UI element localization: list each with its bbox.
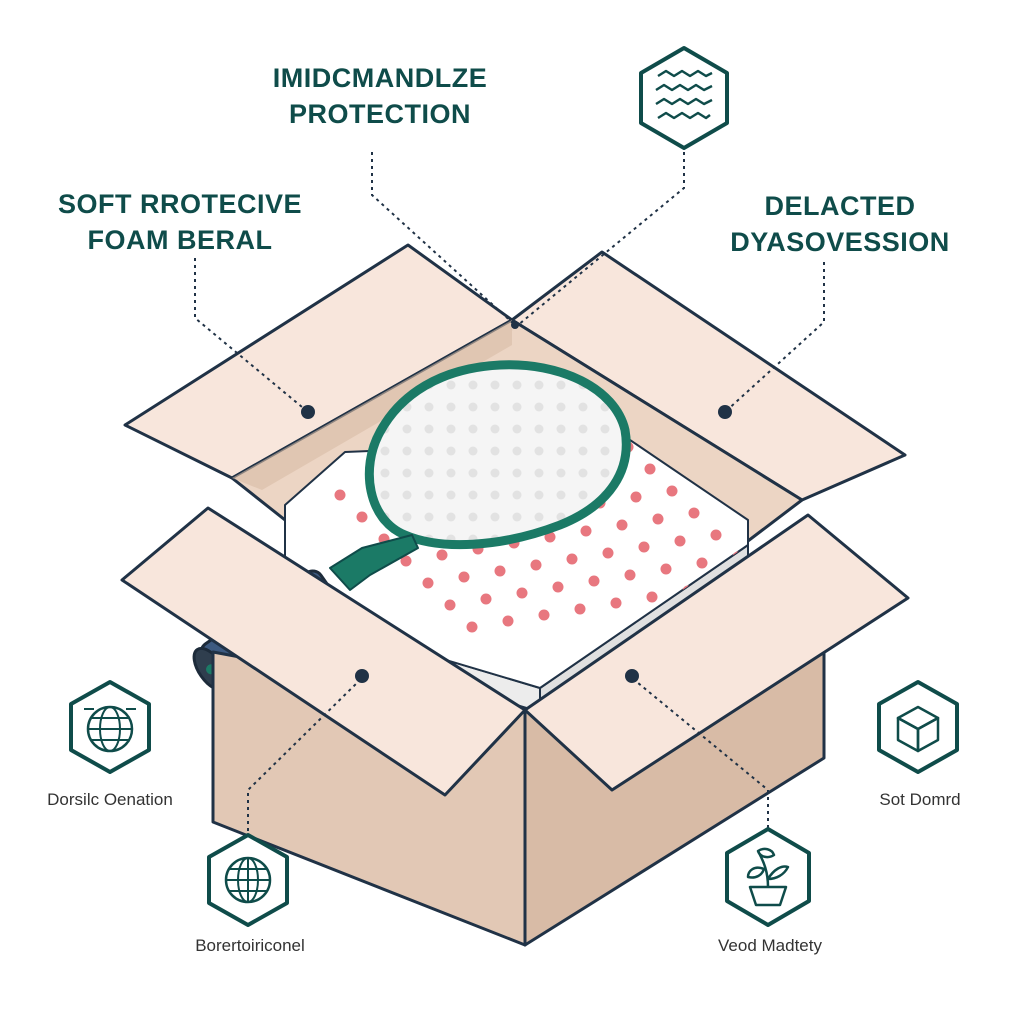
cube-icon: [877, 680, 959, 774]
foam-dot: [644, 463, 656, 475]
foam-dot: [334, 489, 346, 501]
anchor-dot-left-flap: [301, 405, 315, 419]
foam-dot: [436, 549, 448, 561]
foam-dot: [630, 491, 642, 503]
foam-dot: [602, 547, 614, 559]
foam-dot: [538, 609, 550, 621]
leader-line-top-icon: [511, 152, 685, 331]
foam-dot: [674, 535, 686, 547]
plant-icon: [725, 827, 811, 927]
callout-left-line2: FOAM BERAL: [87, 225, 273, 255]
globe-icon: [69, 680, 151, 774]
callout-right: DELACTED DYASOVESSION: [700, 188, 980, 260]
globe-icon: [207, 833, 289, 927]
foam-dot: [696, 557, 708, 569]
foam-dot: [616, 519, 628, 531]
foam-dot: [646, 591, 658, 603]
feature-label-bottom-left: Borertoiriconel: [195, 936, 305, 955]
anchor-dot-center: [511, 321, 519, 329]
foam-dot: [638, 541, 650, 553]
foam-dot: [480, 593, 492, 605]
feature-icons: [69, 46, 959, 927]
leader-line-bottom-right: [631, 677, 769, 828]
feature-label-left: Dorsilc Oenation: [47, 790, 173, 809]
foam-dot: [660, 563, 672, 575]
paddle-face: [364, 360, 631, 550]
callout-top-line2: PROTECTION: [288, 99, 471, 129]
foam-dot: [580, 525, 592, 537]
leader-line-bottom-left: [247, 677, 363, 838]
feature-label-right: Sot Domrd: [879, 790, 961, 809]
feature-label-bottom-right: Veod Madtety: [718, 936, 822, 955]
foam-dot: [458, 571, 470, 583]
foam-dot: [444, 599, 456, 611]
foam-dot: [610, 597, 622, 609]
leader-lines: [194, 152, 825, 838]
callout-left-line1: SOFT RROTECIVE: [57, 189, 302, 219]
callout-left: SOFT RROTECIVE FOAM BERAL: [40, 186, 320, 258]
callout-top-line1: IMIDCMANDLZE: [272, 63, 488, 93]
box-front-right-flap: [523, 513, 910, 792]
foam-dot: [552, 581, 564, 593]
waves-icon: [639, 46, 729, 150]
callout-right-line1: DELACTED: [764, 191, 916, 221]
foam-dot: [400, 555, 412, 567]
callout-top: IMIDCMANDLZE PROTECTION: [230, 60, 530, 132]
callout-right-line2: DYASOVESSION: [730, 227, 950, 257]
foam-dot: [356, 511, 368, 523]
foam-dot: [666, 485, 678, 497]
foam-dot: [652, 513, 664, 525]
foam-dot: [516, 587, 528, 599]
anchor-dot-front-right: [625, 669, 639, 683]
foam-dot: [624, 569, 636, 581]
foam-dot: [530, 559, 542, 571]
anchor-dot-front-left: [355, 669, 369, 683]
foam-dot: [502, 615, 514, 627]
foam-dot: [494, 565, 506, 577]
foam-dot: [422, 577, 434, 589]
foam-dot: [710, 529, 722, 541]
anchor-dot-right-flap: [718, 405, 732, 419]
foam-dot: [466, 621, 478, 633]
foam-dot: [588, 575, 600, 587]
foam-dot: [566, 553, 578, 565]
leader-line-top-callout: [371, 152, 516, 326]
leader-line-right-callout: [724, 262, 825, 413]
paddle-throat: [329, 534, 419, 591]
foam-dot: [688, 507, 700, 519]
callout-anchor-dots: [301, 321, 732, 683]
foam-dot: [574, 603, 586, 615]
